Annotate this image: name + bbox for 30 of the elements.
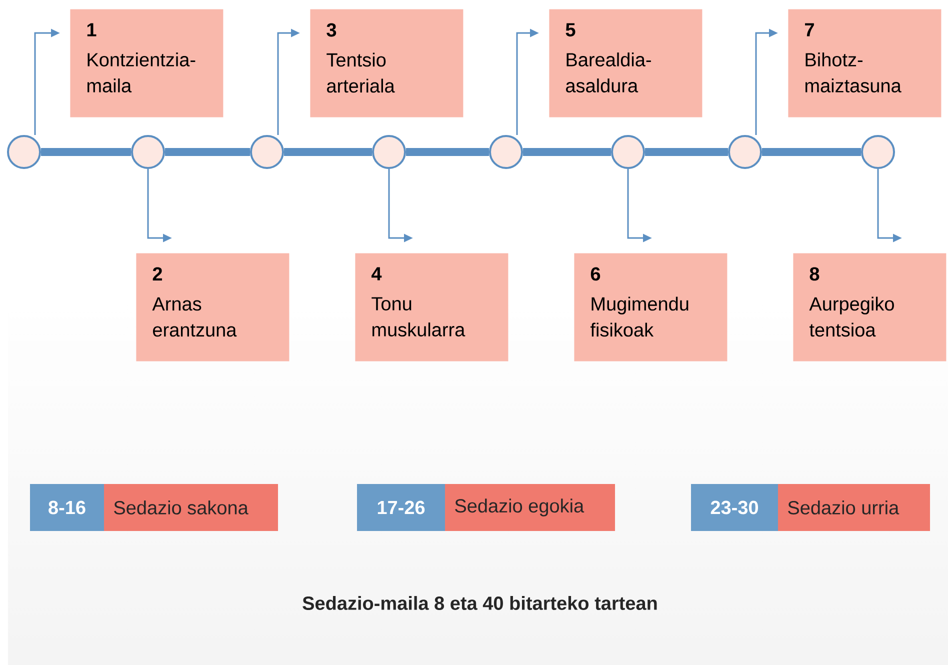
timeline-point [131, 135, 165, 169]
text-box: 6 Mugimendu fisikoak [574, 253, 728, 362]
timeline-segment [41, 148, 131, 156]
range-badge: 23-30 Sedazio urria [691, 484, 930, 531]
range-badge: 8-16 Sedazio sakona [30, 484, 278, 531]
text-box: 2 Arnas erantzuna [136, 253, 290, 362]
caption: Sedazio-maila 8 eta 40 bitarteko tartean [302, 596, 657, 610]
node-label: 17-26 [378, 500, 425, 514]
node-label: 23-30 [710, 500, 758, 514]
timeline-segment [165, 148, 250, 156]
range-badge: 17-26 Sedazio egokia [357, 484, 615, 531]
timeline-point [861, 135, 895, 169]
timeline-point [372, 135, 406, 169]
node-label: 8-16 [48, 500, 86, 514]
text-box: 7 Bihotz-maiztasuna [788, 9, 942, 118]
timeline-point [7, 135, 41, 169]
text-box: 3 Tentsio arteriala [310, 9, 464, 118]
timeline-point [611, 135, 645, 169]
timeline-point [489, 135, 523, 169]
text-box: 5 Barealdia-asaldura [549, 9, 702, 118]
text-box: 1 Kontzientzia-maila [70, 9, 224, 118]
text-box: 8 Aurpegiko tentsioa [793, 253, 946, 362]
text-box: 4 Tonu muskularra [355, 253, 508, 362]
timeline-segment [523, 148, 611, 156]
timeline-point [250, 135, 284, 169]
timeline-segment [284, 148, 372, 156]
timeline-point [728, 135, 762, 169]
timeline-segment [645, 148, 728, 156]
timeline-segment [406, 148, 489, 156]
timeline-segment [762, 148, 861, 156]
